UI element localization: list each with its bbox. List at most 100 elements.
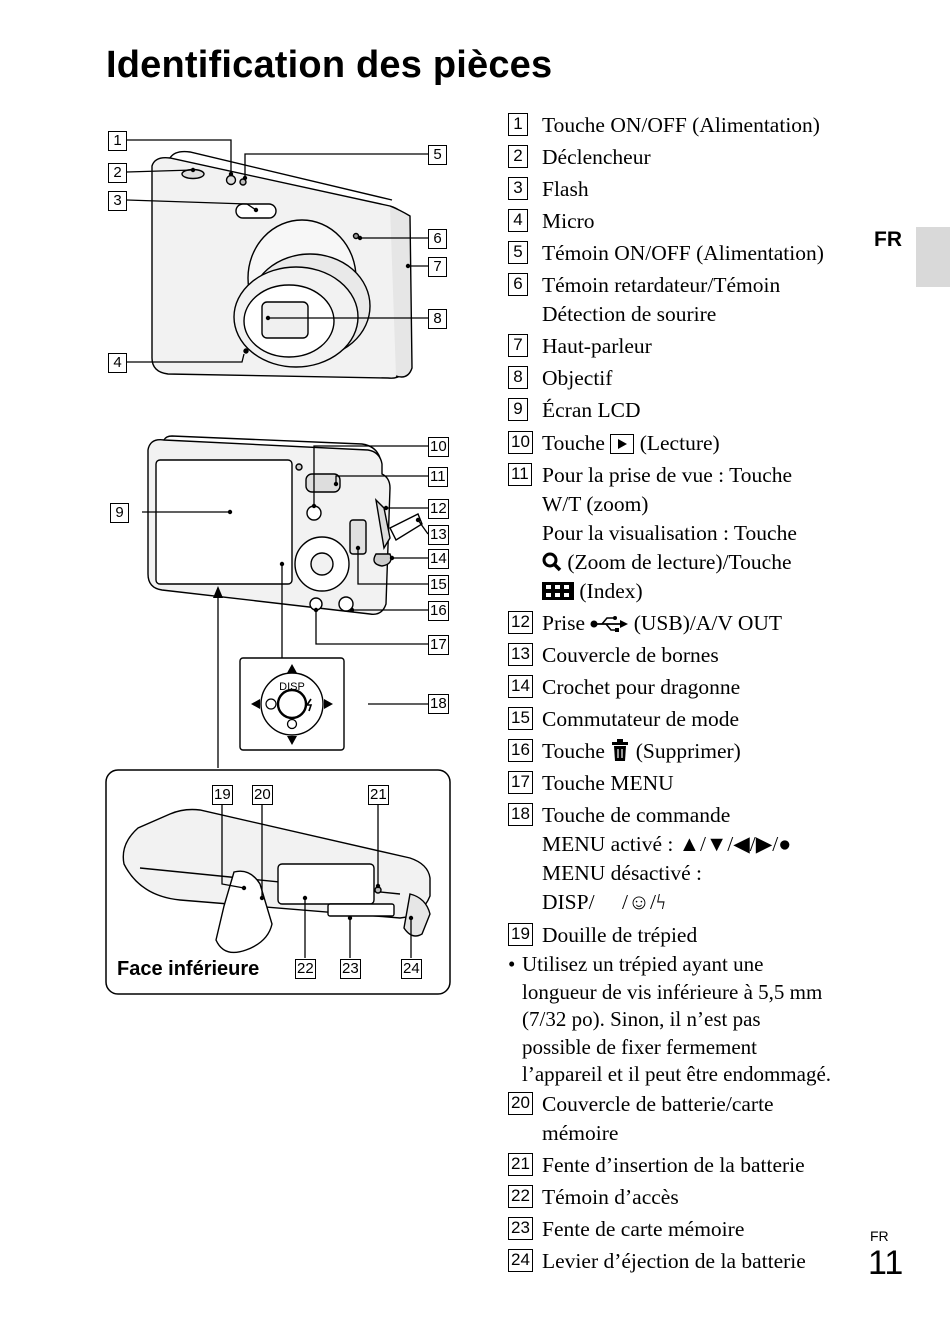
part-label: (Supprimer) <box>635 739 741 763</box>
callout-12: 12 <box>428 499 449 519</box>
part-number: 20 <box>508 1092 533 1115</box>
page-title: Identification des pièces <box>106 44 553 86</box>
part-label: Témoin retardateur/Témoin <box>542 273 781 297</box>
note-line: (7/32 po). Sinon, il n’est pas <box>522 1007 761 1031</box>
callout-2: 2 <box>108 163 127 183</box>
part-label: Couvercle de batterie/carte <box>542 1092 774 1116</box>
part-number: 17 <box>508 771 533 794</box>
callout-6: 6 <box>428 229 447 249</box>
part-number: 18 <box>508 803 533 826</box>
part-number: 23 <box>508 1217 533 1240</box>
note-line: longueur de vis inférieure à 5,5 mm <box>522 979 823 1004</box>
part-label: Fente d’insertion de la batterie <box>542 1153 805 1177</box>
callout-11: 11 <box>428 467 448 487</box>
part-number: 9 <box>508 398 528 421</box>
part-number: 7 <box>508 334 528 357</box>
part-label: (Lecture) <box>639 431 720 455</box>
part-number: 13 <box>508 643 533 666</box>
part-number: 3 <box>508 177 528 200</box>
part-number: 19 <box>508 923 533 946</box>
playback-icon <box>610 434 635 454</box>
note-line: possible de fixer fermement <box>522 1034 757 1059</box>
part-label: Témoin ON/OFF (Alimentation) <box>542 241 824 265</box>
part-label: Touche MENU <box>542 771 674 795</box>
part-label: (Zoom de lecture)/Touche <box>567 550 792 574</box>
part-label: Déclencheur <box>542 145 651 169</box>
index-icon <box>542 582 574 600</box>
part-label: mémoire <box>542 1121 619 1145</box>
part-number: 1 <box>508 113 528 136</box>
part-label: Couvercle de bornes <box>542 643 719 667</box>
part-label: (USB)/A/V OUT <box>633 611 783 635</box>
part-label: Flash <box>542 177 589 201</box>
part-label: Crochet pour dragonne <box>542 675 741 699</box>
part-label: DISP/ ⃝ /☺/ϟ <box>542 890 666 914</box>
part-number: 12 <box>508 611 533 634</box>
part-number: 6 <box>508 273 528 296</box>
callout-18: 18 <box>428 694 449 714</box>
part-number: 2 <box>508 145 528 168</box>
part-number: 15 <box>508 707 533 730</box>
note-line: Utilisez un trépied ayant une <box>522 952 764 976</box>
callout-13: 13 <box>428 525 449 545</box>
callout-9: 9 <box>110 503 129 523</box>
part-label: Écran LCD <box>542 398 641 422</box>
part-label: Commutateur de mode <box>542 707 740 731</box>
callout-4: 4 <box>108 353 127 373</box>
callout-10: 10 <box>428 437 449 457</box>
part-label: Micro <box>542 209 595 233</box>
callout-20: 20 <box>252 785 273 805</box>
part-number: 8 <box>508 366 528 389</box>
part-number: 21 <box>508 1153 533 1176</box>
part-label: Détection de sourire <box>542 302 717 326</box>
part-label: MENU activé : ▲/▼/◀/▶/● <box>542 832 792 856</box>
bottom-face-label: Face inférieure <box>117 958 260 980</box>
callout-24: 24 <box>401 959 422 979</box>
part-label: Prise <box>542 611 585 635</box>
callout-15: 15 <box>428 575 449 595</box>
part-label: Touche <box>542 739 605 763</box>
callout-8: 8 <box>428 309 447 329</box>
callout-5: 5 <box>428 145 447 165</box>
page-language: FR <box>870 1228 889 1244</box>
part-label: MENU désactivé : <box>542 861 703 885</box>
callout-16: 16 <box>428 601 449 621</box>
part-label: Touche <box>542 431 605 455</box>
part-label: Touche de commande <box>542 803 731 827</box>
part-number: 5 <box>508 241 528 264</box>
part-number: 4 <box>508 209 528 232</box>
part-number: 10 <box>508 431 533 454</box>
part-number: 14 <box>508 675 533 698</box>
callout-19: 19 <box>212 785 233 805</box>
part-label: Levier d’éjection de la batterie <box>542 1249 806 1273</box>
callout-7: 7 <box>428 257 447 277</box>
callout-17: 17 <box>428 635 449 655</box>
part-label: Douille de trépied <box>542 923 698 947</box>
callout-14: 14 <box>428 549 449 569</box>
part-label: Fente de carte mémoire <box>542 1217 745 1241</box>
callout-3: 3 <box>108 191 127 211</box>
part-number: 11 <box>508 463 532 486</box>
callout-1: 1 <box>108 131 127 151</box>
callout-21: 21 <box>368 785 389 805</box>
camera-diagram: DISP <box>105 139 451 995</box>
part-number: 24 <box>508 1249 533 1272</box>
part-number: 22 <box>508 1185 533 1208</box>
usb-icon <box>590 616 629 632</box>
side-tab <box>916 227 950 287</box>
part-label: Pour la prise de vue : Touche <box>542 463 793 487</box>
part-label: Touche ON/OFF (Alimentation) <box>542 113 820 137</box>
side-language-label: FR <box>874 228 902 251</box>
part-number: 16 <box>508 739 533 762</box>
part-label: Témoin d’accès <box>542 1185 679 1209</box>
disp-label: DISP <box>279 681 305 693</box>
part-label: (Index) <box>579 579 643 603</box>
part-label: Haut-parleur <box>542 334 652 358</box>
part-label: Objectif <box>542 366 613 390</box>
callout-23: 23 <box>340 959 361 979</box>
part-label: Pour la visualisation : Touche <box>542 521 797 545</box>
part-label: W/T (zoom) <box>542 492 649 516</box>
note-bullet: • <box>508 952 516 976</box>
callout-22: 22 <box>295 959 316 979</box>
note-line: l’appareil et il peut être endommagé. <box>522 1062 832 1086</box>
